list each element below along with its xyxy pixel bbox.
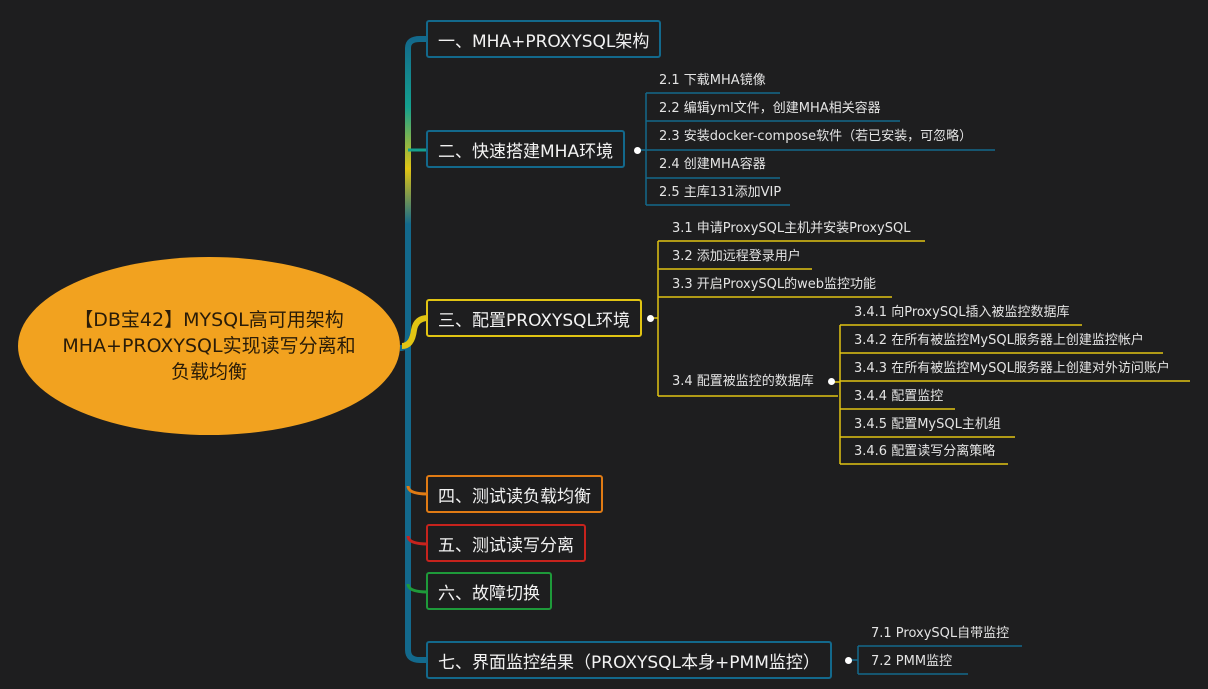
root-topic-title: 【DB宝42】MYSQL高可用架构MHA+PROXYSQL实现读写分离和负载均衡 [62, 309, 356, 383]
subtopic-3-3[interactable]: 3.3 开启ProxySQL的web监控功能 [672, 277, 877, 292]
collapse-dot-icon[interactable] [634, 147, 641, 154]
topic-label: 二、快速搭建MHA环境 [438, 141, 614, 162]
subtopic-3-4-4[interactable]: 3.4.4 配置监控 [854, 389, 944, 404]
subtopic-2-2[interactable]: 2.2 编辑yml文件，创建MHA相关容器 [659, 101, 881, 116]
topic-monitoring-results[interactable]: 七、界面监控结果（PROXYSQL本身+PMM监控） [426, 641, 832, 679]
topic-label: 一、MHA+PROXYSQL架构 [438, 31, 650, 52]
subtopic-2-4[interactable]: 2.4 创建MHA容器 [659, 157, 766, 172]
topic-failover[interactable]: 六、故障切换 [426, 572, 552, 610]
topic-build-mha-environment[interactable]: 二、快速搭建MHA环境 [426, 130, 626, 168]
topic-label: 七、界面监控结果（PROXYSQL本身+PMM监控） [438, 652, 820, 673]
subtopic-3-4-1[interactable]: 3.4.1 向ProxySQL插入被监控数据库 [854, 305, 1070, 320]
subtopic-3-4-5[interactable]: 3.4.5 配置MySQL主机组 [854, 417, 1001, 432]
subtopic-3-4[interactable]: 3.4 配置被监控的数据库 [672, 374, 814, 389]
subtopic-7-2[interactable]: 7.2 PMM监控 [871, 654, 953, 669]
subtopic-3-1[interactable]: 3.1 申请ProxySQL主机并安装ProxySQL [672, 221, 911, 236]
topic-label: 六、故障切换 [438, 583, 540, 604]
root-topic[interactable]: 【DB宝42】MYSQL高可用架构MHA+PROXYSQL实现读写分离和负载均衡 [18, 257, 400, 435]
topic-configure-proxysql[interactable]: 三、配置PROXYSQL环境 [426, 299, 643, 337]
topic-mha-proxysql-architecture[interactable]: 一、MHA+PROXYSQL架构 [426, 20, 662, 58]
topic-test-read-write-split[interactable]: 五、测试读写分离 [426, 524, 586, 562]
subtopic-7-1[interactable]: 7.1 ProxySQL自带监控 [871, 626, 1010, 641]
collapse-dot-icon[interactable] [828, 378, 835, 385]
topic-label: 五、测试读写分离 [438, 535, 574, 556]
topic-label: 三、配置PROXYSQL环境 [438, 310, 631, 331]
subtopic-3-4-3[interactable]: 3.4.3 在所有被监控MySQL服务器上创建对外访问账户 [854, 361, 1170, 376]
subtopic-3-2[interactable]: 3.2 添加远程登录用户 [672, 249, 801, 264]
topic-label: 四、测试读负载均衡 [438, 486, 591, 507]
collapse-dot-icon[interactable] [647, 315, 654, 322]
subtopic-2-1[interactable]: 2.1 下载MHA镜像 [659, 73, 766, 88]
collapse-dot-icon[interactable] [845, 657, 852, 664]
subtopic-2-3[interactable]: 2.3 安装docker-compose软件（若已安装，可忽略） [659, 129, 973, 144]
topic-test-read-load-balancing[interactable]: 四、测试读负载均衡 [426, 475, 603, 513]
subtopic-3-4-6[interactable]: 3.4.6 配置读写分离策略 [854, 444, 996, 459]
subtopic-2-5[interactable]: 2.5 主库131添加VIP [659, 185, 782, 200]
subtopic-3-4-2[interactable]: 3.4.2 在所有被监控MySQL服务器上创建监控帐户 [854, 333, 1144, 348]
